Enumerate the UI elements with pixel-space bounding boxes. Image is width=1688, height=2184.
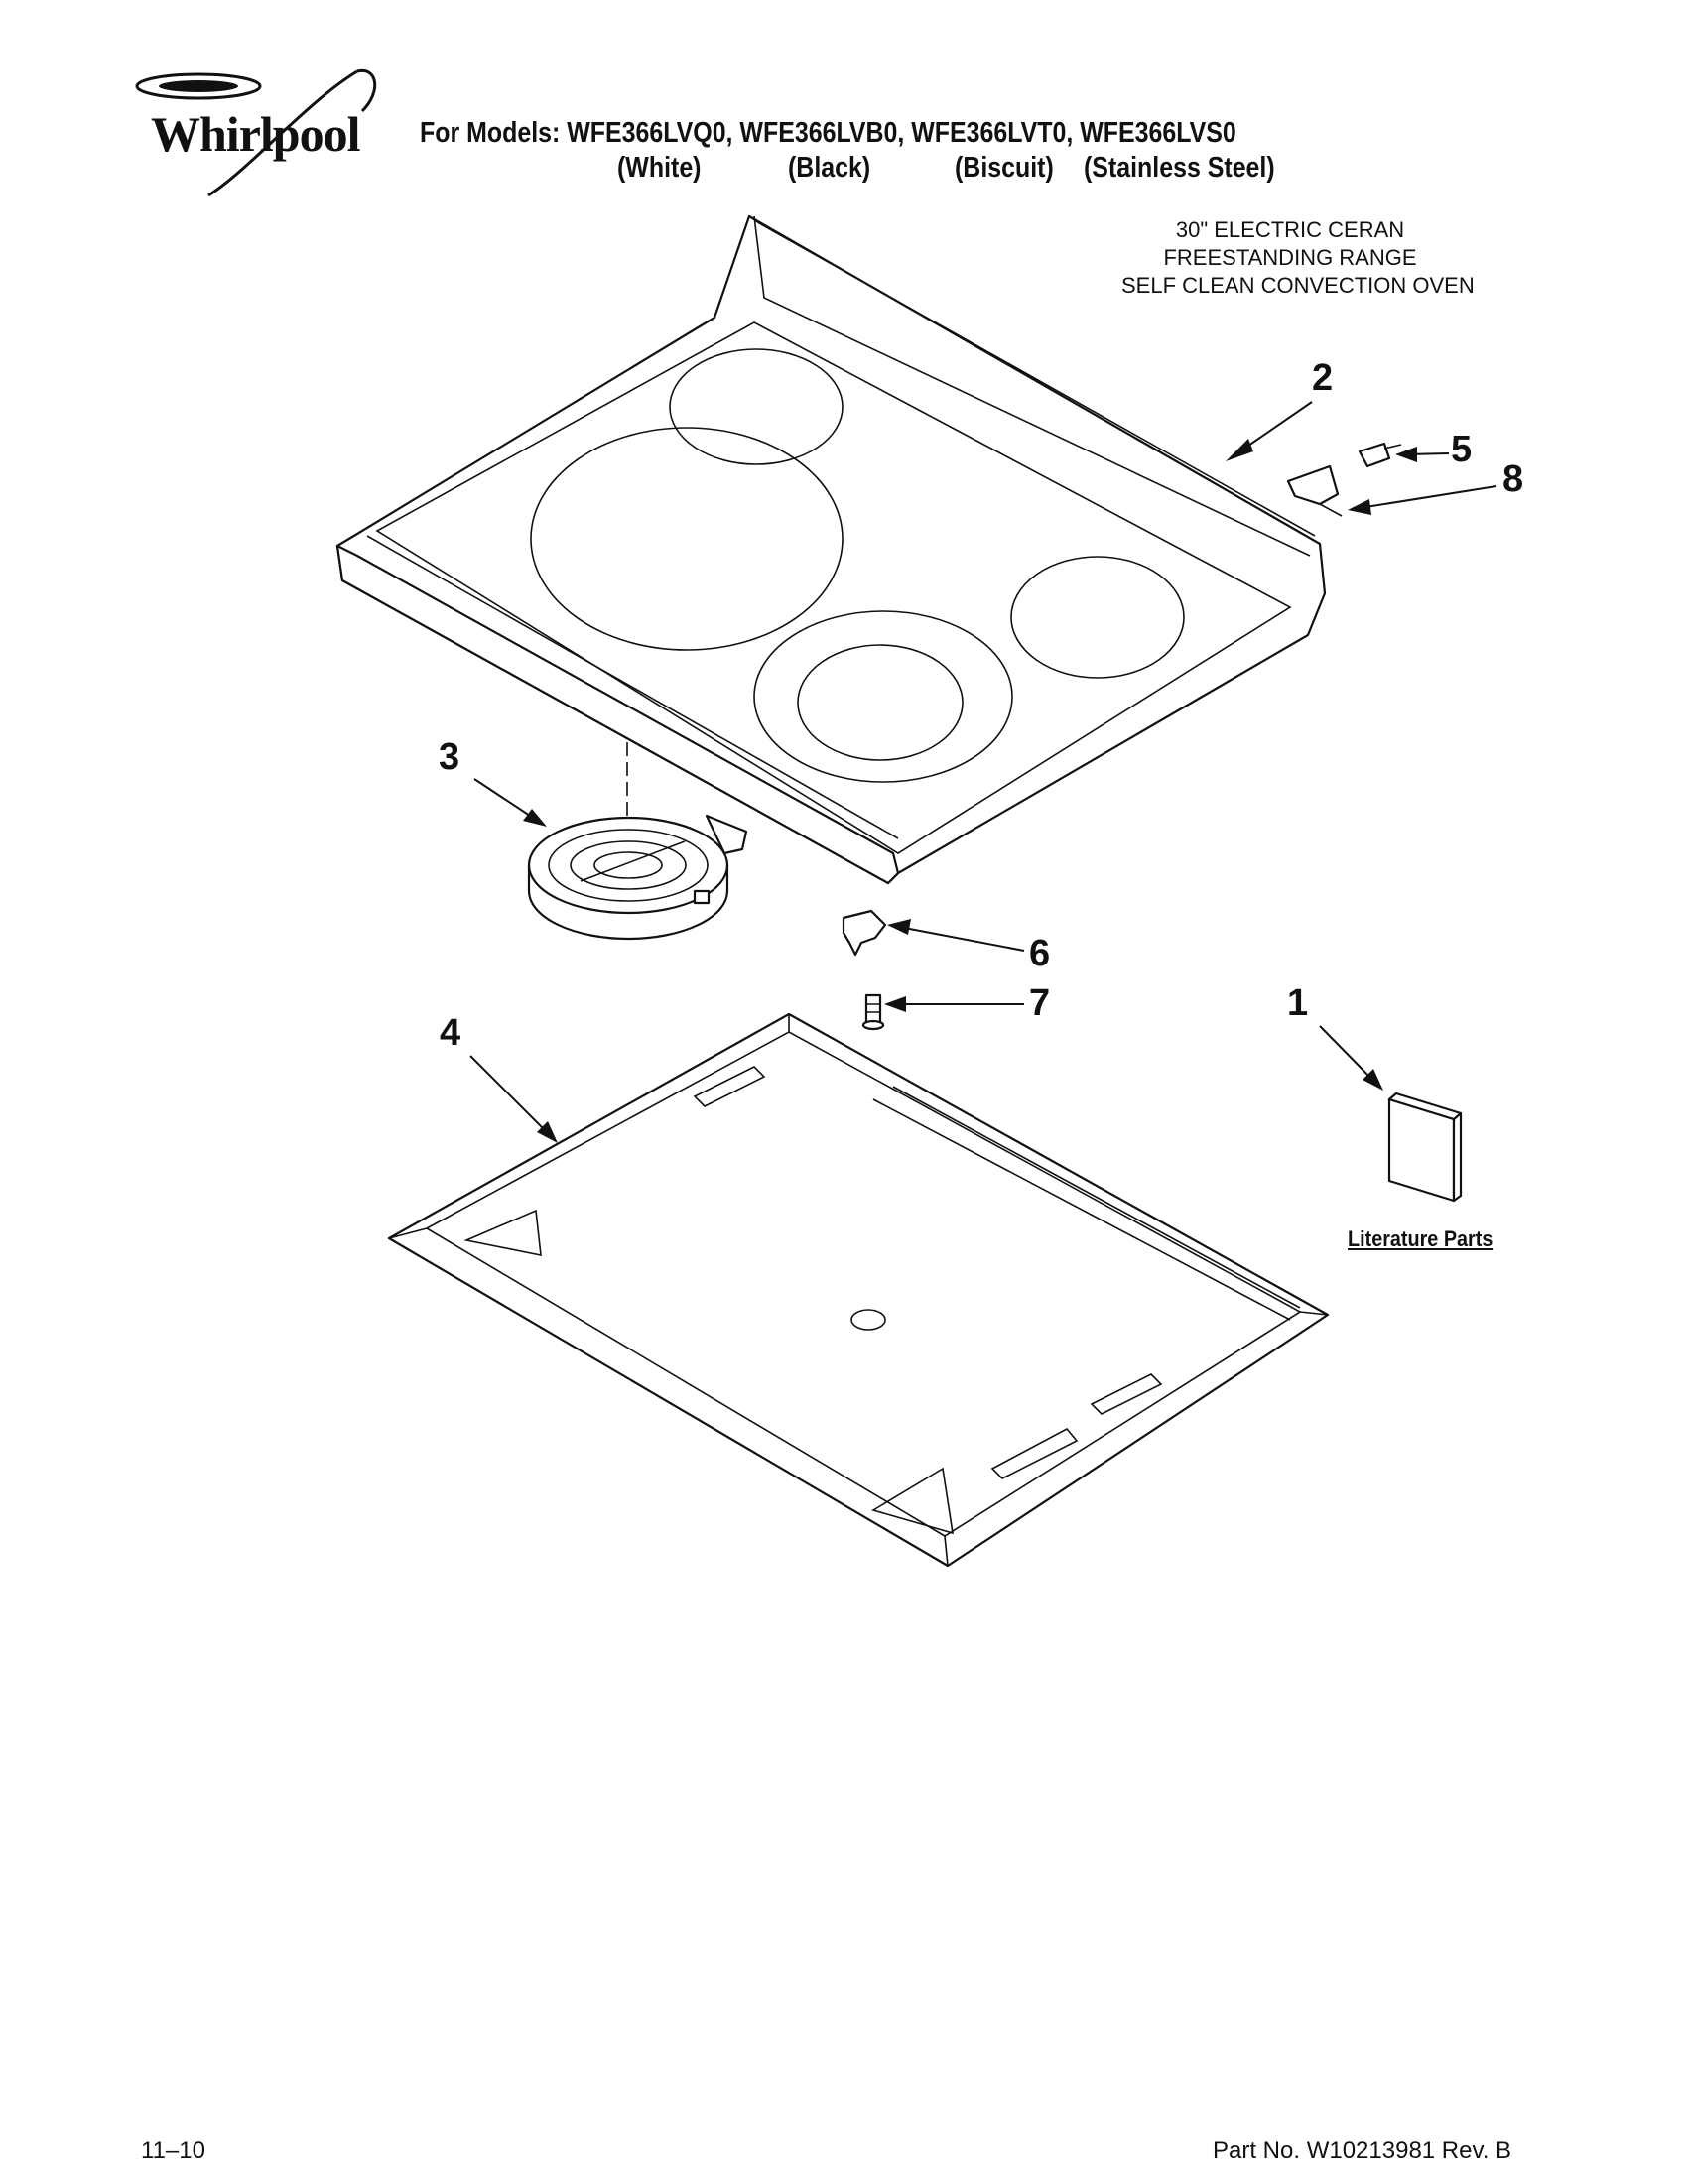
cooktop-main-top bbox=[335, 214, 1327, 885]
product-description: 30" ELECTRIC CERAN FREESTANDING RANGE SE… bbox=[1121, 216, 1475, 300]
leader-5 bbox=[1395, 447, 1450, 462]
logo-swirl bbox=[135, 68, 377, 197]
callout-4: 4 bbox=[440, 1012, 461, 1054]
leader-6 bbox=[887, 919, 1025, 952]
leader-7 bbox=[884, 996, 1024, 1012]
leader-1 bbox=[1319, 1025, 1383, 1091]
product-line-1: 30" ELECTRIC CERAN bbox=[1175, 217, 1405, 242]
models-line: For Models: WFE366LVQ0, WFE366LVB0, WFE3… bbox=[420, 117, 1236, 149]
leader-4 bbox=[469, 1055, 558, 1143]
callout-1: 1 bbox=[1287, 982, 1309, 1024]
brand-wordmark: Whirlpool bbox=[151, 106, 360, 162]
literature-parts-label: Literature Parts bbox=[1348, 1226, 1493, 1251]
leader-8 bbox=[1348, 485, 1497, 515]
whirlpool-logo: Whirlpool bbox=[129, 62, 397, 200]
callout-8: 8 bbox=[1502, 458, 1524, 500]
product-line-3: SELF CLEAN CONVECTION OVEN bbox=[1121, 273, 1475, 298]
callout-2: 2 bbox=[1312, 357, 1334, 399]
burner-box-tray bbox=[387, 1012, 1330, 1568]
radiant-surface-element bbox=[527, 742, 748, 941]
callout-3: 3 bbox=[439, 736, 460, 778]
callout-5: 5 bbox=[1451, 429, 1473, 470]
color-stainless: (Stainless Steel) bbox=[1084, 152, 1275, 184]
literature-parts-book bbox=[1387, 1092, 1463, 1203]
leader-3 bbox=[473, 778, 547, 827]
color-white: (White) bbox=[617, 152, 702, 184]
footer-part-number: Part No. W10213981 Rev. B bbox=[1213, 2137, 1512, 2164]
clip-and-screw-center bbox=[842, 909, 887, 1031]
leader-2 bbox=[1226, 401, 1313, 461]
callout-7: 7 bbox=[1029, 982, 1051, 1024]
screw-and-bracket-right bbox=[1286, 442, 1402, 517]
callout-6: 6 bbox=[1029, 933, 1051, 974]
color-black: (Black) bbox=[788, 152, 871, 184]
product-line-2: FREESTANDING RANGE bbox=[1163, 245, 1417, 270]
footer-date: 11–10 bbox=[141, 2137, 205, 2164]
color-biscuit: (Biscuit) bbox=[955, 152, 1054, 184]
